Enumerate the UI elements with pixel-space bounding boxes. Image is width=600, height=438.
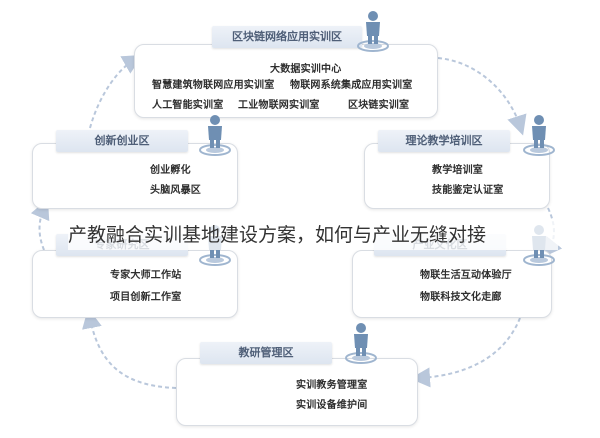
cycle-path-left [30,198,50,251]
top-zone-tag: 区块链网络应用实训区 [212,26,362,48]
cycle-path-top-right [437,57,527,136]
bottom-zone-line: 实训设备维护间 [296,400,368,411]
person-icon [357,11,389,52]
top-zone-box [134,44,438,118]
right-top-zone-box [364,143,550,209]
right-bottom-zone-line: 物联科技文化走廊 [420,292,502,303]
person-icon [199,115,231,156]
right-bottom-zone-box [352,250,552,318]
person-icon [523,115,555,156]
top-zone-line: 区块链实训室 [348,100,410,111]
top-zone-line: 物联网系统集成应用实训室 [290,80,413,91]
right-top-zone-tag: 理论教学培训区 [378,130,510,152]
right-top-zone-line: 技能鉴定认证室 [432,185,504,196]
top-zone-line: 人工智能实训室 [152,100,224,111]
left-bottom-zone-line: 专家大师工作站 [110,270,182,281]
cycle-path-top-left [89,55,143,129]
right-bottom-zone-line: 物联生活互动体验厅 [420,270,512,281]
bottom-zone-box [176,358,418,426]
left-top-zone-tag: 创新创业区 [56,130,188,152]
right-top-zone-line: 教学培训室 [432,165,483,176]
left-top-zone-line: 创业孵化 [150,165,191,176]
cycle-path-bottom-left [82,308,177,389]
left-top-zone-line: 头脑风暴区 [150,185,201,196]
person-icon [345,323,377,364]
top-zone-line: 智慧建筑物联网应用实训室 [152,80,275,91]
bottom-zone-tag: 教研管理区 [200,342,332,364]
bottom-zone-line: 实训教务管理室 [296,380,368,391]
top-zone-line: 大数据实训中心 [270,64,342,75]
left-bottom-zone-box [32,250,238,318]
overlay-caption: 产教融合实训基地建设方案，如何与产业无缝对接 [68,220,558,250]
left-bottom-zone-line: 项目创新工作室 [110,292,182,303]
cycle-path-bottom-right [410,317,521,388]
top-zone-line: 工业物联网实训室 [238,100,320,111]
